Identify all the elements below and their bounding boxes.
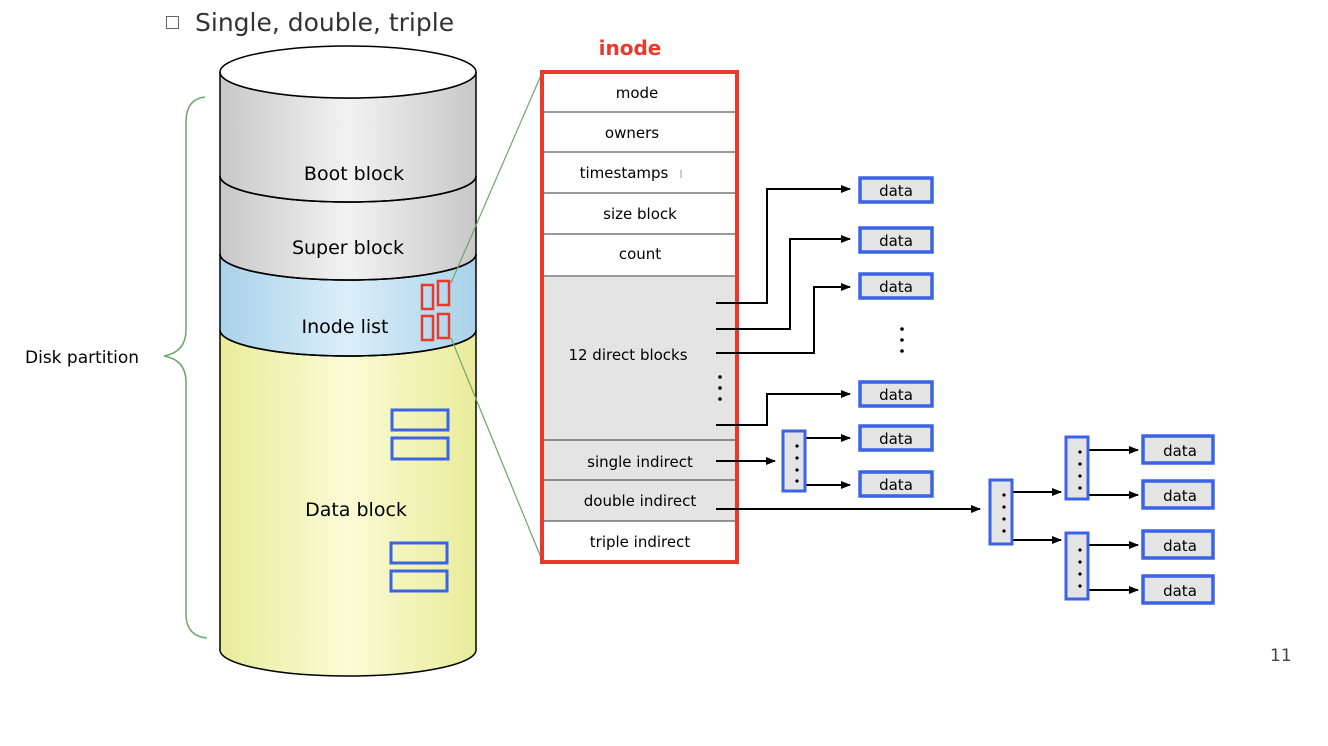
page-number: 11 xyxy=(1270,646,1292,666)
data-label: data xyxy=(879,386,913,404)
data-label: data xyxy=(879,182,913,200)
inode-direct-blocks-label: 12 direct blocks xyxy=(568,346,687,364)
boot-block-label: Boot block xyxy=(304,163,404,185)
data-label: data xyxy=(879,278,913,296)
data-block-markers xyxy=(389,408,450,593)
indirect-blocks xyxy=(781,429,1090,601)
inode-field-mode: mode xyxy=(616,84,659,102)
data-block-7: data xyxy=(1141,434,1215,465)
data-block-6: data xyxy=(858,470,934,498)
direct-blocks-ellipsis xyxy=(718,375,722,401)
inode-list-label: Inode list xyxy=(302,316,389,338)
data-block-label: Data block xyxy=(305,499,407,521)
data-label: data xyxy=(1163,487,1197,505)
data-blocks: data data data data data data data data xyxy=(858,176,1215,605)
disk-cylinder: Boot block Super block Inode list Data b… xyxy=(219,45,477,677)
second-level-block-2 xyxy=(1064,531,1090,601)
bullet-square-icon xyxy=(166,16,179,29)
zoom-line-bottom xyxy=(450,337,543,561)
inode-table xyxy=(540,70,739,564)
data-block-10: data xyxy=(1141,574,1215,605)
second-level-block-1 xyxy=(1064,435,1090,501)
inode-field-owners: owners xyxy=(605,124,659,142)
disk-partition-label: Disk partition xyxy=(25,348,139,368)
data-block-8: data xyxy=(1141,479,1215,510)
data-label: data xyxy=(1163,442,1197,460)
data-label: data xyxy=(879,476,913,494)
double-indirect-block xyxy=(988,478,1014,546)
disk-partition-brace xyxy=(163,96,208,639)
data-block-2: data xyxy=(858,226,934,254)
inode-single-indirect: single indirect xyxy=(587,453,693,471)
inode-field-timestamps: timestamps xyxy=(580,164,669,182)
data-label: data xyxy=(1163,537,1197,555)
bullet-item: Single, double, triple xyxy=(166,8,454,37)
single-indirect-block xyxy=(781,429,807,493)
bullet-text: Single, double, triple xyxy=(195,8,455,37)
inode-double-indirect: double indirect xyxy=(584,492,697,510)
disk-top-cap xyxy=(219,45,477,99)
data-label: data xyxy=(879,430,913,448)
data-block-9: data xyxy=(1141,529,1215,560)
data-block-1: data xyxy=(858,176,934,204)
zoom-line-top xyxy=(450,72,543,284)
inode-triple-indirect: triple indirect xyxy=(590,533,691,551)
data-label: data xyxy=(1163,582,1197,600)
inode-field-count: count xyxy=(619,245,661,263)
super-block-label: Super block xyxy=(292,237,404,259)
data-list-ellipsis xyxy=(900,327,904,353)
data-block-3: data xyxy=(858,272,934,300)
inode-markers xyxy=(420,279,451,342)
data-label: data xyxy=(879,232,913,250)
data-block-4: data xyxy=(858,380,934,408)
pointer-arrows xyxy=(716,185,1139,594)
inode-field-size-block: size block xyxy=(603,205,677,223)
inode-title: inode xyxy=(599,36,662,60)
data-block-5: data xyxy=(858,424,934,452)
